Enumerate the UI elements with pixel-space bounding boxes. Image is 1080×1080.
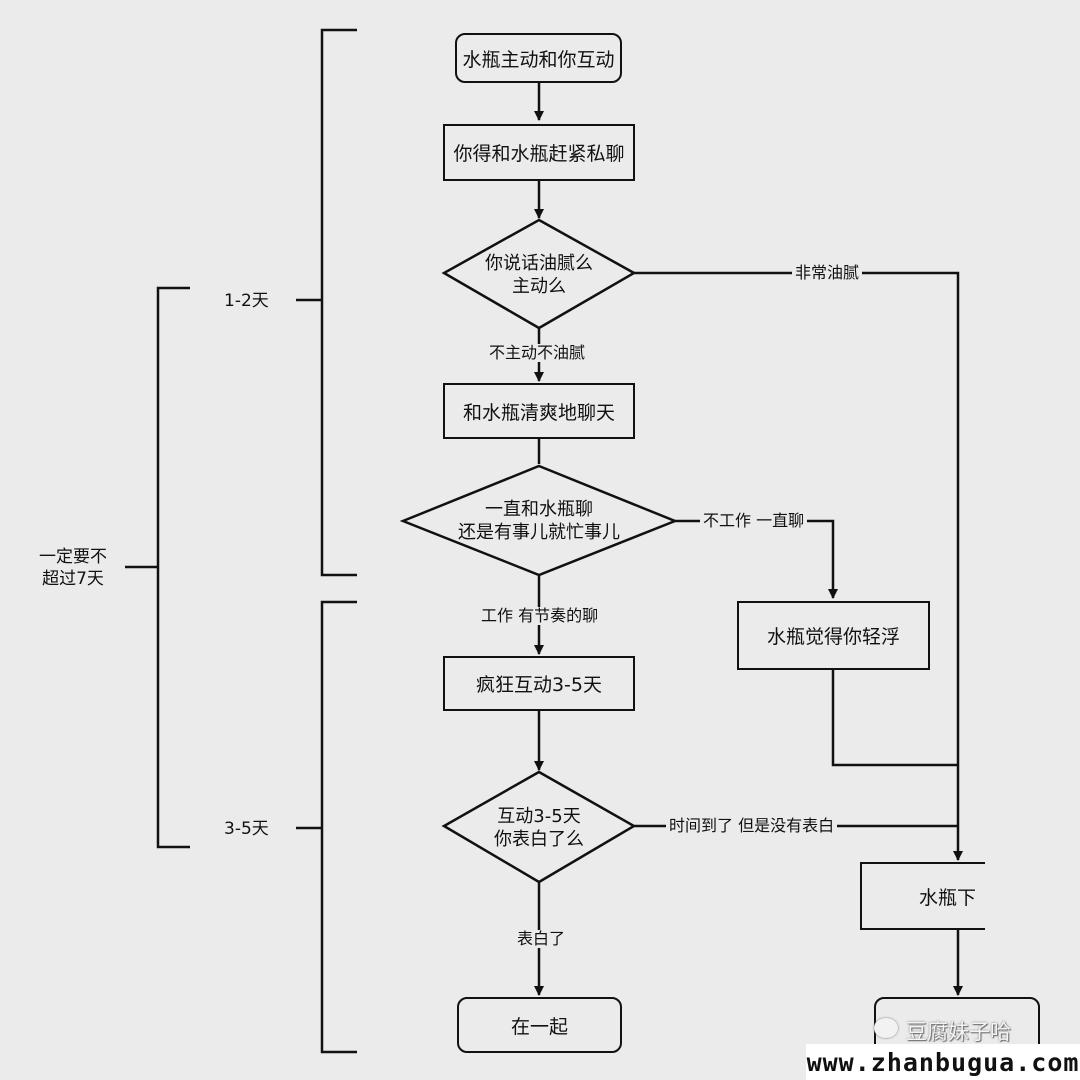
diamond-confess (441, 770, 637, 884)
total-label-line2: 超过7天 (42, 569, 104, 589)
node-together: 在一起 (457, 997, 622, 1053)
edge-label-confessed: 表白了 (514, 930, 569, 948)
bracket-phase2 (320, 600, 357, 1054)
node-chat-fresh: 和水瓶清爽地聊天 (443, 383, 635, 439)
diamond-always-chat (399, 464, 679, 577)
watermark-icon (874, 1018, 898, 1038)
diamond-greasy (441, 218, 637, 330)
diamond-confess-text: 互动3-5天 你表白了么 (459, 805, 619, 851)
edge-label-work-rhythm: 工作 有节奏的聊 (478, 607, 602, 625)
diamond-always-chat-line2: 还是有事儿就忙事儿 (458, 522, 620, 543)
node-start: 水瓶主动和你互动 (455, 33, 622, 83)
edge-label-very-greasy: 非常油腻 (792, 264, 863, 282)
diamond-confess-line1: 互动3-5天 (497, 806, 581, 827)
edge-frivolous-to-down (831, 669, 958, 767)
diamond-greasy-text: 你说话油腻么 主动么 (459, 252, 619, 298)
total-label: 一定要不 超过7天 (28, 546, 118, 590)
node-frivolous: 水瓶觉得你轻浮 (737, 601, 930, 670)
total-label-line1: 一定要不 (39, 547, 107, 567)
watermark-url: www.zhanbugua.com (806, 1044, 1080, 1080)
diamond-greasy-line2: 主动么 (512, 276, 566, 297)
edge-no-work (675, 519, 838, 599)
phase1-label: 1-2天 (224, 291, 269, 311)
edge-label-time-up: 时间到了 但是没有表白 (666, 817, 838, 835)
phase2-label: 3-5天 (224, 819, 269, 839)
watermark-name: 豆腐妹子哈 (906, 1020, 1011, 1044)
bracket-total (156, 286, 190, 849)
diamond-confess-line2: 你表白了么 (494, 829, 584, 850)
node-crazy-interact: 疯狂互动3-5天 (443, 656, 635, 711)
node-aquarius-down-label: 水瓶下 (919, 886, 977, 909)
edge-label-not-active: 不主动不油腻 (486, 344, 589, 362)
diamond-always-chat-line1: 一直和水瓶聊 (485, 499, 593, 520)
bracket-phase1 (320, 28, 357, 577)
diamond-greasy-line1: 你说话油腻么 (485, 253, 593, 274)
diamond-always-chat-text: 一直和水瓶聊 还是有事儿就忙事儿 (419, 498, 659, 544)
edge-very-greasy (634, 271, 963, 861)
node-aquarius-down: 水瓶下 (860, 862, 985, 930)
edge-label-no-work: 不工作 一直聊 (700, 512, 808, 530)
node-chat-private: 你得和水瓶赶紧私聊 (443, 124, 635, 181)
